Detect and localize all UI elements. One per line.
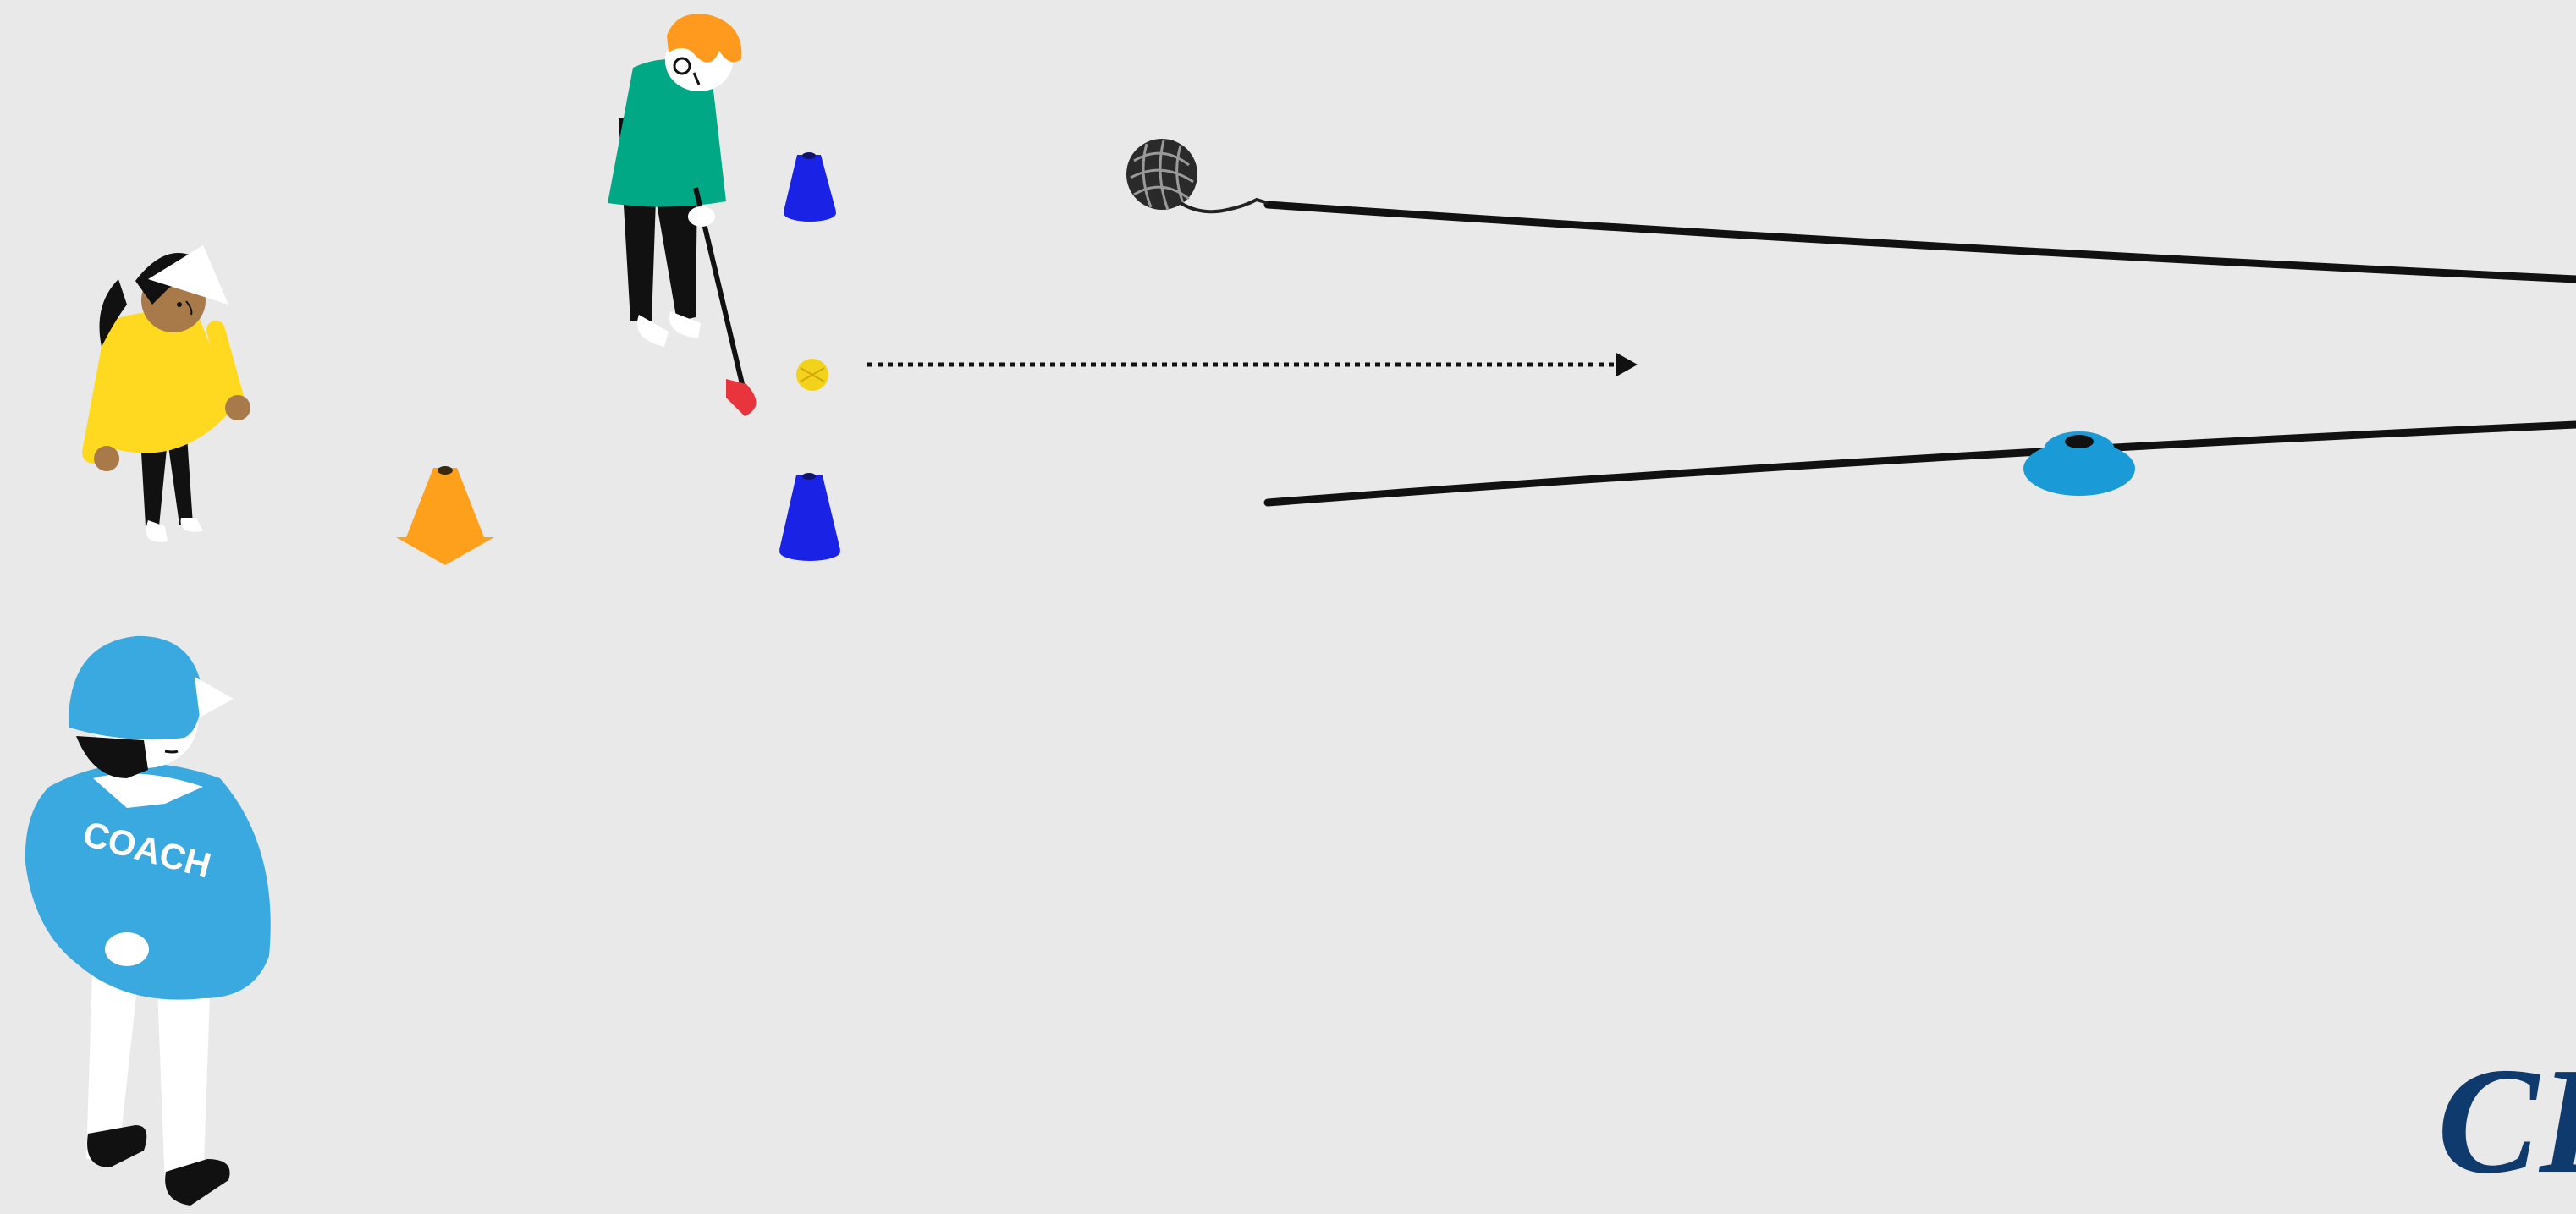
lower-string-line (1263, 420, 2576, 507)
yarn-ball-icon (1126, 139, 1269, 214)
dotted-arrow-icon (867, 353, 1638, 376)
marker-cone (396, 466, 494, 565)
gate-cone-top (784, 152, 836, 222)
upper-string-line (1263, 201, 2576, 283)
waiting-player (82, 245, 250, 542)
brand-logo: CR (2437, 1036, 2576, 1205)
disc-cone (2023, 431, 2135, 496)
coach-figure: COACH (25, 635, 271, 1206)
gate-cone-bottom (779, 473, 840, 561)
golf-ball (796, 359, 828, 391)
lane-strings (1263, 201, 2576, 507)
putting-player (608, 14, 757, 416)
